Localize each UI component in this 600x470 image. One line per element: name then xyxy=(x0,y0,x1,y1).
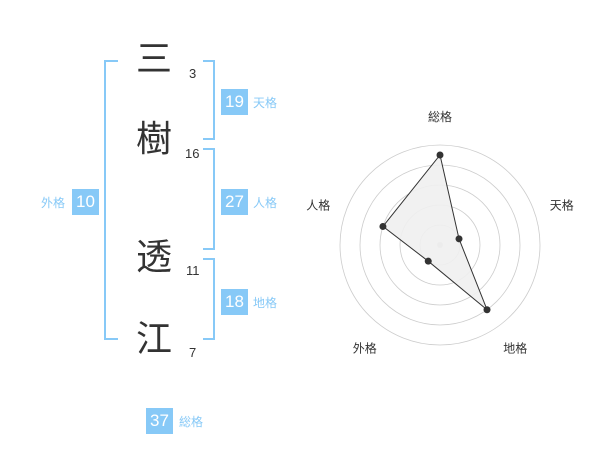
gaikaku-value: 10 xyxy=(72,189,99,215)
soukaku-label: 総格 xyxy=(179,415,204,429)
chikaku-bracket xyxy=(203,258,215,340)
radar-point-3 xyxy=(483,306,491,314)
radar-points xyxy=(379,151,491,314)
name-char-3: 透 xyxy=(135,237,172,278)
stroke-count-3: 11 xyxy=(186,263,200,278)
radar-point-1 xyxy=(436,151,444,159)
jinkaku-label: 人格 xyxy=(253,196,278,210)
chikaku-label: 地格 xyxy=(253,296,278,310)
name-char-1: 三 xyxy=(135,39,172,80)
radar-axis-label-1: 総格 xyxy=(428,110,452,124)
tenkaku-label: 天格 xyxy=(253,96,278,110)
stroke-count-2: 16 xyxy=(185,146,200,161)
gaikaku-bracket xyxy=(104,60,118,340)
stroke-count-1: 3 xyxy=(189,66,197,81)
radar-axis-label-5: 人格 xyxy=(306,197,330,212)
jinkaku-value: 27 xyxy=(221,189,248,215)
name-char-2: 樹 xyxy=(135,119,172,160)
chikaku-value: 18 xyxy=(221,289,248,315)
soukaku-value: 37 xyxy=(146,408,173,434)
radar-point-2 xyxy=(455,235,463,243)
radar-axis-label-3: 地格 xyxy=(503,341,527,356)
radar-ring xyxy=(339,144,541,346)
radar-point-4 xyxy=(424,257,432,265)
radar-axis-label-2: 天格 xyxy=(550,197,574,212)
tenkaku-bracket xyxy=(203,60,215,140)
gaikaku-label: 外格 xyxy=(41,196,66,210)
radar-point-5 xyxy=(379,222,387,230)
jinkaku-bracket xyxy=(203,148,215,250)
name-char-4: 江 xyxy=(135,319,172,360)
stroke-count-4: 7 xyxy=(189,345,197,360)
radar-axis-label-4: 外格 xyxy=(353,341,377,356)
tenkaku-value: 19 xyxy=(221,89,248,115)
radar-area xyxy=(382,153,488,311)
